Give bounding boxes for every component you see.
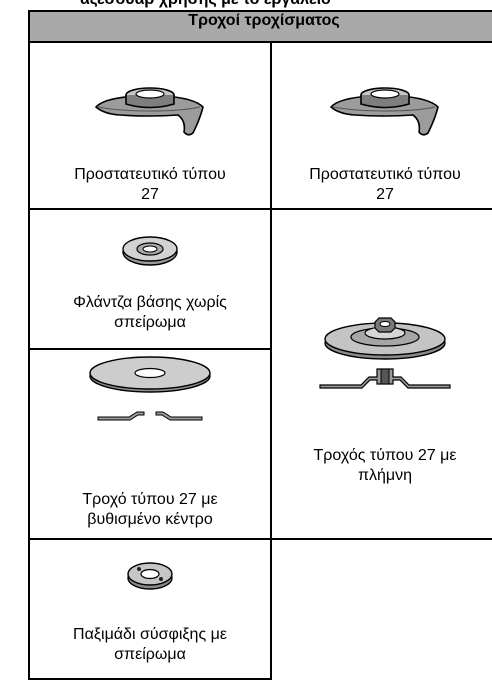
guard-icon [30, 77, 270, 139]
cell-hubbed-wheel: Τροχός τύπου 27 με πλήμνη [269, 208, 492, 540]
table-title: Τροχοί τροχίσματος [27, 10, 492, 43]
label-line-2: σπείρωμα [114, 646, 186, 663]
label-line-1: Προστατευτικό τύπου [74, 166, 226, 183]
depressed-center-wheel-icon [30, 356, 270, 424]
label-guard-left: Προστατευτικό τύπου 27 [34, 165, 266, 205]
label-line-2: βυθισμένο κέντρο [87, 511, 213, 528]
cut-top-text-label: αξεσουάρ χρήσης με το εργαλείο [80, 0, 331, 9]
label-line-2: πλήμνη [357, 467, 413, 484]
cell-guard-left: Προστατευτικό τύπου 27 [28, 41, 272, 210]
label-line-2: 27 [376, 186, 394, 203]
label-line-2: 27 [141, 186, 159, 203]
grinding-wheels-table: Τροχοί τροχίσματος Προστατευτικό τύπου 2… [27, 10, 492, 680]
label-hubbed-wheel: Τροχός τύπου 27 με πλήμνη [276, 446, 492, 486]
label-line-1: Τροχός τύπου 27 με [313, 447, 457, 464]
label-depressed-wheel: Τροχό τύπου 27 με βυθισμένο κέντρο [34, 490, 266, 530]
label-backing-flange: Φλάντζα βάσης χωρίς σπείρωμα [34, 293, 266, 333]
cell-clamp-nut: Παξιμάδι σύσφιξης με σπείρωμα [28, 538, 272, 680]
guard-icon [272, 77, 492, 139]
label-clamp-nut: Παξιμάδι σύσφιξης με σπείρωμα [34, 625, 266, 665]
label-line-2: σπείρωμα [114, 314, 186, 331]
cell-guard-right: Προστατευτικό τύπου 27 [269, 41, 492, 210]
label-line-1: Τροχό τύπου 27 με [82, 491, 218, 508]
hubbed-wheel-icon [272, 313, 492, 413]
clamp-nut-icon [30, 557, 270, 593]
flange-icon [30, 232, 270, 270]
label-line-1: Προστατευτικό τύπου [309, 166, 461, 183]
label-line-1: Φλάντζα βάσης χωρίς [73, 294, 227, 311]
cell-backing-flange: Φλάντζα βάσης χωρίς σπείρωμα [28, 208, 272, 350]
label-line-1: Παξιμάδι σύσφιξης με [73, 626, 227, 643]
cut-top-text: αξεσουάρ χρήσης με το εργαλείο [0, 0, 492, 10]
label-guard-right: Προστατευτικό τύπου 27 [276, 165, 492, 205]
cell-depressed-wheel: Τροχό τύπου 27 με βυθισμένο κέντρο [28, 348, 272, 540]
